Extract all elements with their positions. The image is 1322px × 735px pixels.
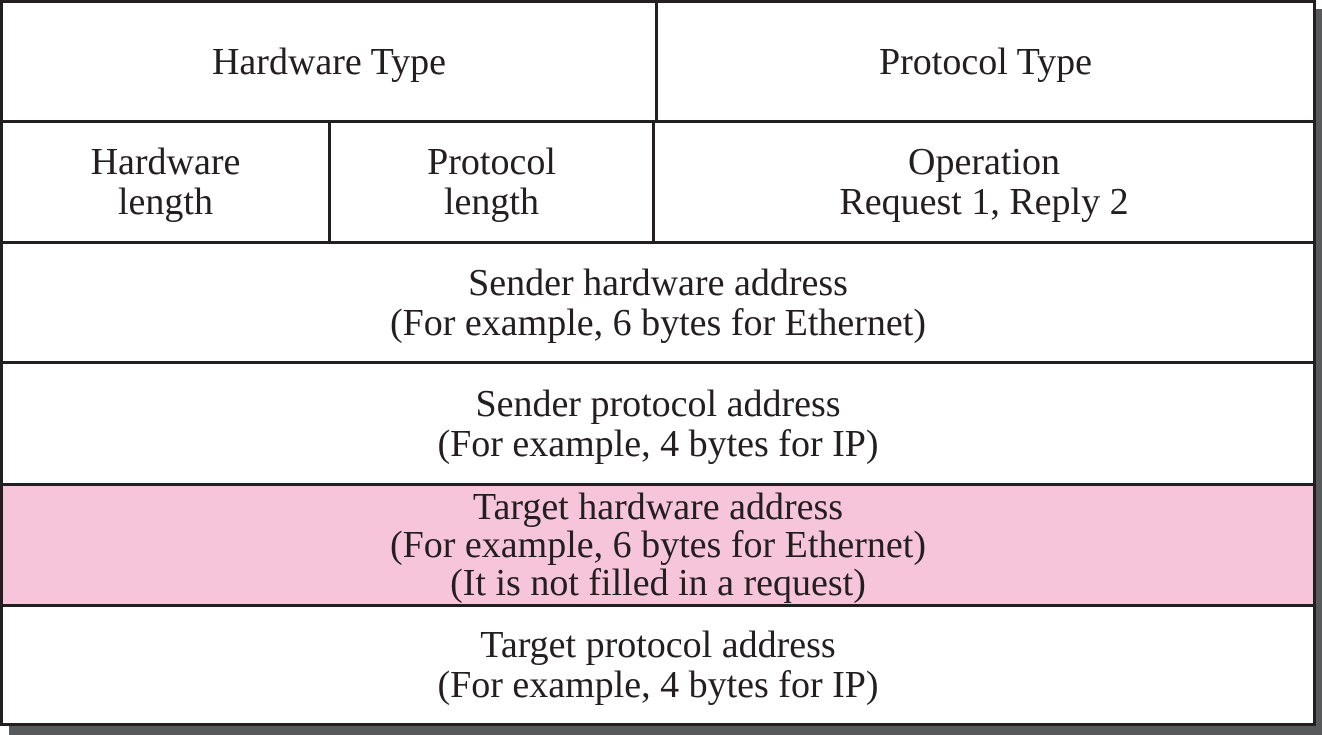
cell-line: (For example, 6 bytes for Ethernet) <box>389 301 927 344</box>
row-target-protocol-address: Target protocol address (For example, 4 … <box>3 604 1313 723</box>
cell-line: (For example, 6 bytes for Ethernet) <box>389 524 927 566</box>
row-lengths-operation: Hardware length Protocol length Operatio… <box>3 120 1313 241</box>
cell-line: Request 1, Reply 2 <box>839 181 1129 223</box>
cell-protocol-type: Protocol Type <box>655 3 1313 120</box>
cell-line: length <box>444 181 539 223</box>
cell-line: Hardware <box>90 141 241 183</box>
cell-line: Protocol <box>427 141 556 183</box>
cell-protocol-length: Protocol length <box>328 123 652 241</box>
row-sender-hardware-address: Sender hardware address (For example, 6 … <box>3 241 1313 361</box>
cell-line: (It is not filled in a request) <box>450 562 866 604</box>
cell-sender-hardware-address: Sender hardware address (For example, 6 … <box>3 244 1313 361</box>
cell-target-hardware-address: Target hardware address (For example, 6 … <box>3 486 1313 604</box>
cell-line: (For example, 4 bytes for IP) <box>437 664 879 706</box>
cell-sender-protocol-address: Sender protocol address (For example, 4 … <box>3 364 1313 483</box>
cell-line: Hardware Type <box>211 40 447 83</box>
cell-line: Sender hardware address <box>468 261 848 304</box>
cell-line: Sender protocol address <box>475 382 841 425</box>
cell-line: (For example, 4 bytes for IP) <box>437 422 879 465</box>
row-types: Hardware Type Protocol Type <box>3 3 1313 120</box>
cell-line: length <box>118 181 213 223</box>
cell-line: Protocol Type <box>878 40 1092 83</box>
row-sender-protocol-address: Sender protocol address (For example, 4 … <box>3 361 1313 483</box>
cell-line: Target hardware address <box>472 486 844 528</box>
cell-line: Target protocol address <box>480 624 836 666</box>
cell-hardware-length: Hardware length <box>3 123 328 241</box>
cell-target-protocol-address: Target protocol address (For example, 4 … <box>3 607 1313 723</box>
cell-line: Operation <box>908 141 1060 183</box>
cell-operation: Operation Request 1, Reply 2 <box>652 123 1313 241</box>
row-target-hardware-address: Target hardware address (For example, 6 … <box>3 483 1313 604</box>
cell-hardware-type: Hardware Type <box>3 3 655 120</box>
